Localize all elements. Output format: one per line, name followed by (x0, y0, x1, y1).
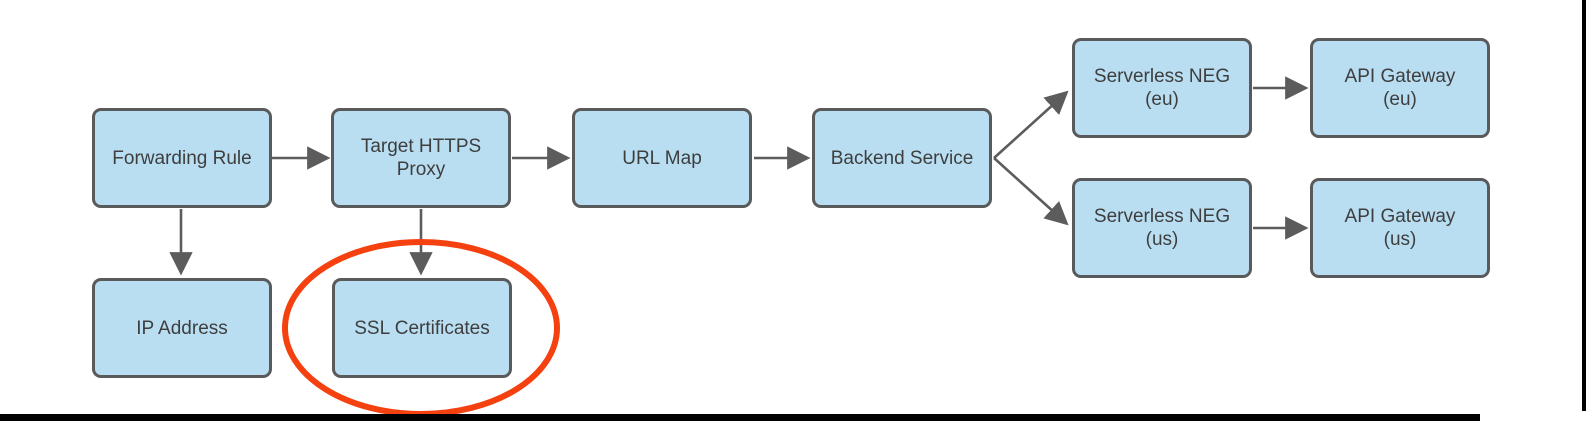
node-api-gateway-eu-label: API Gateway (eu) (1344, 66, 1456, 110)
node-target-https-proxy: Target HTTPS Proxy (331, 108, 511, 208)
node-ip-address: IP Address (92, 278, 272, 378)
node-api-gateway-us-label: API Gateway (us) (1344, 206, 1456, 250)
node-backend-service-label: Backend Service (830, 147, 974, 169)
node-serverless-neg-eu: Serverless NEG (eu) (1072, 38, 1252, 138)
node-api-gateway-us: API Gateway (us) (1310, 178, 1490, 278)
node-api-gateway-eu: API Gateway (eu) (1310, 38, 1490, 138)
node-url-map: URL Map (572, 108, 752, 208)
node-serverless-neg-eu-label: Serverless NEG (eu) (1093, 66, 1231, 110)
node-ip-address-label: IP Address (136, 317, 228, 339)
node-ssl-certificates: SSL Certificates (332, 278, 512, 378)
node-serverless-neg-us-label: Serverless NEG (us) (1093, 206, 1231, 250)
node-forwarding-rule-label: Forwarding Rule (112, 147, 252, 169)
node-target-https-proxy-label: Target HTTPS Proxy (360, 136, 482, 180)
node-url-map-label: URL Map (622, 147, 702, 169)
node-forwarding-rule: Forwarding Rule (92, 108, 272, 208)
node-backend-service: Backend Service (812, 108, 992, 208)
window-edge-bottom (0, 414, 1480, 421)
node-serverless-neg-us: Serverless NEG (us) (1072, 178, 1252, 278)
node-ssl-certificates-label: SSL Certificates (354, 317, 490, 339)
window-edge-right (1582, 0, 1586, 411)
edge-backend-service-to-serverless-neg-us (993, 157, 1069, 226)
edge-backend-service-to-serverless-neg-eu (993, 90, 1069, 159)
